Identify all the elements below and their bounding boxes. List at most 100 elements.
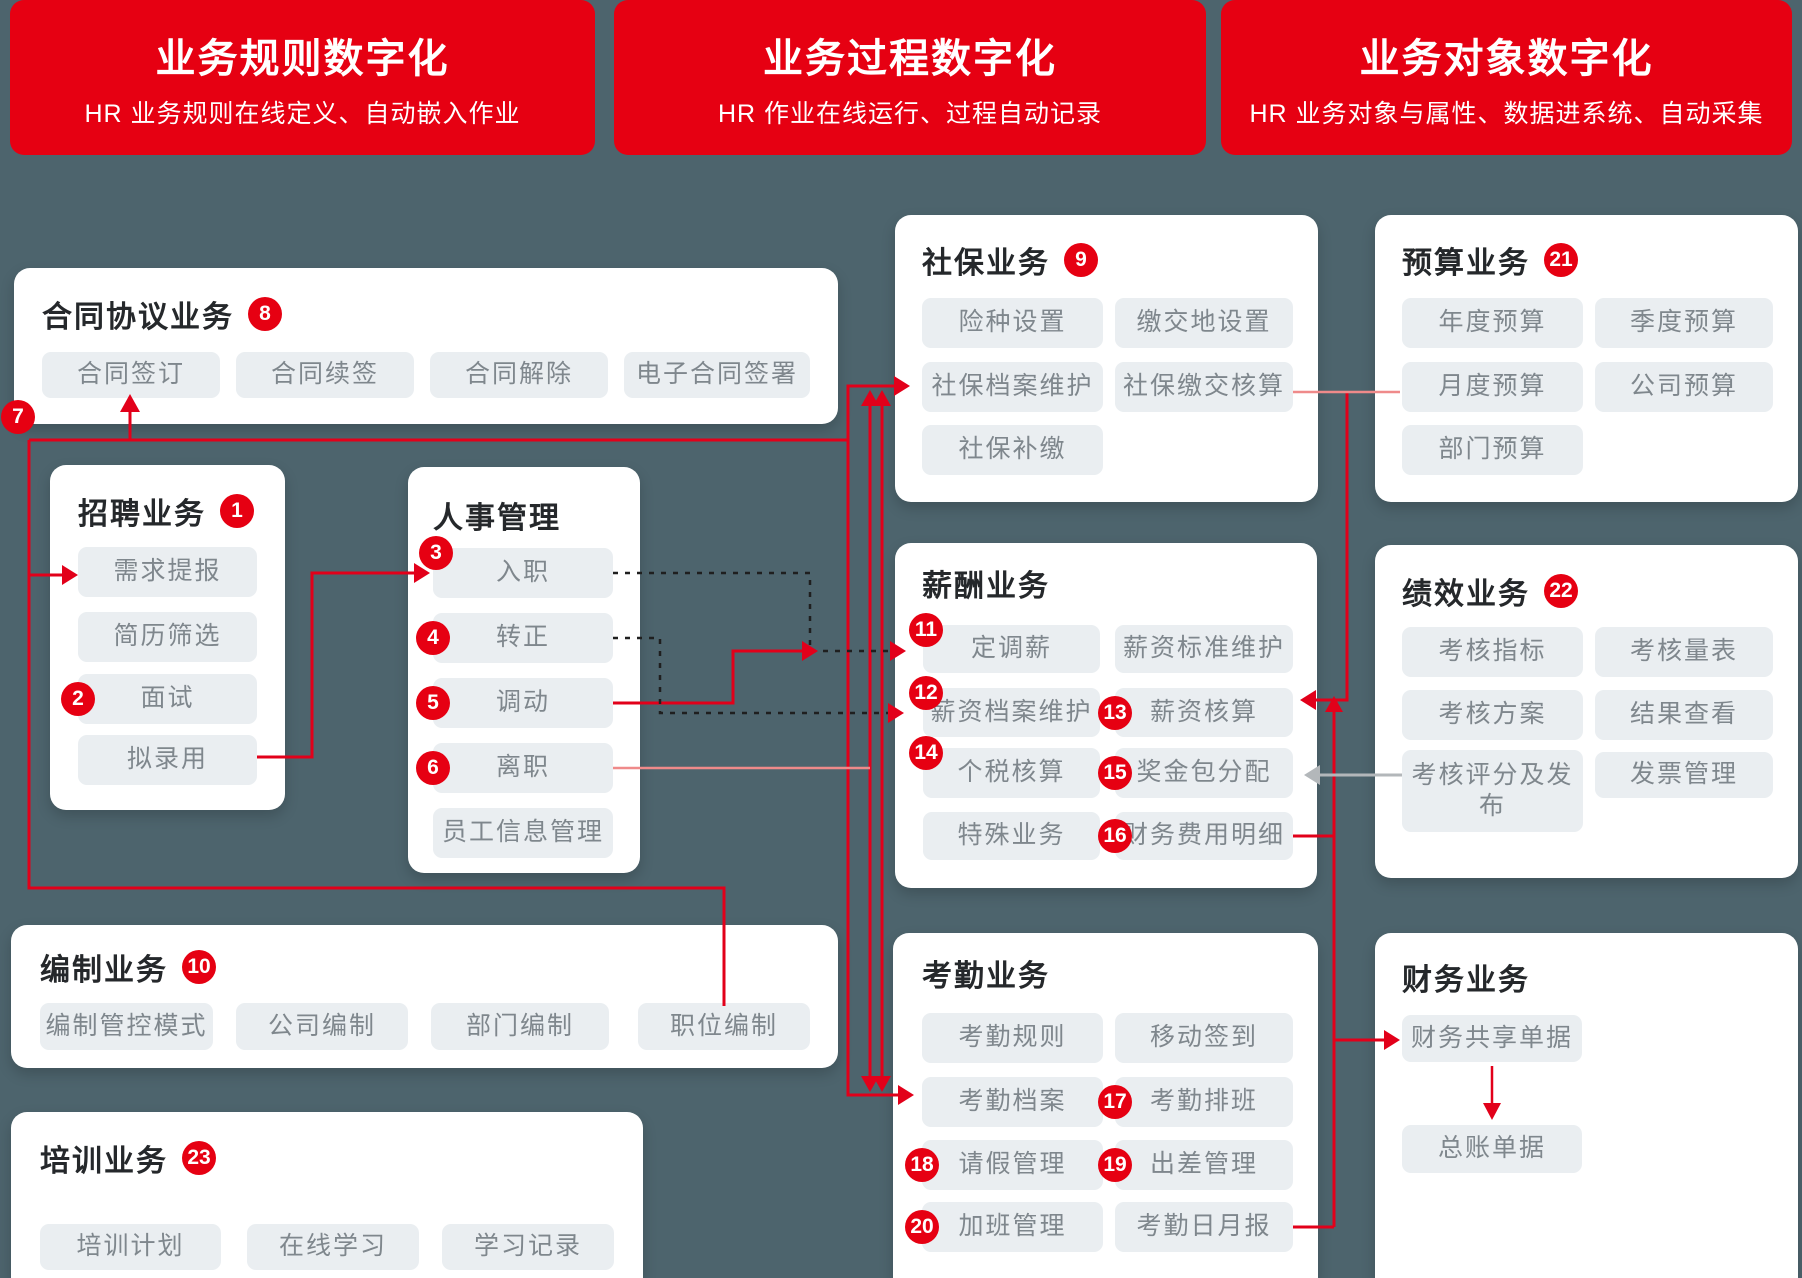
card-headcount: 编制业务 10 编制管控模式 公司编制 部门编制 职位编制 xyxy=(11,925,838,1068)
node-label: 考核量表 xyxy=(1629,637,1738,666)
node-resume-screening: 简历筛选 xyxy=(78,612,257,662)
node-assessment-scoring: 考核评分及发布 xyxy=(1402,750,1583,832)
node-mobile-checkin: 移动签到 xyxy=(1115,1013,1293,1063)
node-assessment-scales: 考核量表 xyxy=(1595,627,1773,677)
node-label: 员工信息管理 xyxy=(441,818,604,847)
node-finance-shared-docs: 财务共享单据 xyxy=(1402,1015,1582,1062)
node-label: 薪资标准维护 xyxy=(1122,634,1285,663)
step-badge-20: 20 xyxy=(905,1210,939,1244)
node-label: 考勤规则 xyxy=(958,1023,1067,1052)
node-label: 调动 xyxy=(495,688,550,717)
node-label: 公司预算 xyxy=(1629,372,1738,401)
node-company-budget: 公司预算 xyxy=(1595,362,1773,412)
node-onboarding: 3 入职 xyxy=(419,536,613,598)
node-label: 社保补缴 xyxy=(958,435,1067,464)
node-result-view: 结果查看 xyxy=(1595,690,1773,740)
card-title-text: 培训业务 xyxy=(40,1145,168,1178)
node-label: 转正 xyxy=(495,623,550,652)
node-label: 结果查看 xyxy=(1629,700,1738,729)
node-salary-calculation: 13 薪资核算 xyxy=(1098,688,1293,737)
node-label: 在线学习 xyxy=(278,1232,387,1261)
banner-business-rules: 业务规则数字化 HR 业务规则在线定义、自动嵌入作业 xyxy=(10,0,595,155)
step-badge-5: 5 xyxy=(416,686,450,720)
node-label: 培训计划 xyxy=(76,1232,185,1261)
card-title-text: 招聘业务 xyxy=(78,498,206,531)
node-label: 考核评分及发布 xyxy=(1411,760,1574,820)
node-invoice-management: 发票管理 xyxy=(1595,752,1773,798)
node-probation-pass: 4 转正 xyxy=(416,613,613,663)
node-label: 社保缴交核算 xyxy=(1122,372,1285,401)
node-label: 考勤档案 xyxy=(958,1087,1067,1116)
banner-title: 业务过程数字化 xyxy=(763,36,1057,81)
node-social-archive: 社保档案维护 xyxy=(922,362,1103,412)
step-badge-8: 8 xyxy=(248,297,282,331)
card-title-text: 人事管理 xyxy=(433,502,561,535)
card-title: 招聘业务 1 xyxy=(78,489,254,533)
step-badge-1: 1 xyxy=(220,494,254,528)
node-position-headcount: 职位编制 xyxy=(638,1003,810,1050)
card-title-text: 合同协议业务 xyxy=(42,301,234,334)
card-training: 培训业务 23 培训计划 在线学习 学习记录 xyxy=(11,1112,643,1278)
card-title: 编制业务 10 xyxy=(40,945,216,989)
card-title: 社保业务 9 xyxy=(922,238,1098,282)
banner-business-process: 业务过程数字化 HR 作业在线运行、过程自动记录 xyxy=(614,0,1206,155)
node-label: 离职 xyxy=(495,753,550,782)
node-e-contract-signing: 电子合同签署 xyxy=(624,352,810,398)
node-label: 职位编制 xyxy=(669,1011,778,1040)
card-budget: 预算业务 21 年度预算 季度预算 月度预算 公司预算 部门预算 xyxy=(1375,215,1798,502)
step-badge-4: 4 xyxy=(416,621,450,655)
node-insurance-types: 险种设置 xyxy=(922,298,1103,348)
card-title: 培训业务 23 xyxy=(40,1136,216,1180)
node-label: 考勤排班 xyxy=(1149,1087,1258,1116)
node-attendance-scheduling: 17 考勤排班 xyxy=(1098,1077,1293,1127)
node-headcount-model: 编制管控模式 xyxy=(40,1003,213,1050)
node-finance-expense-detail: 16 财务费用明细 xyxy=(1098,812,1293,860)
node-interview: 2 面试 xyxy=(61,674,257,724)
node-tax-calculation: 14 个税核算 xyxy=(909,736,1100,798)
step-badge-2: 2 xyxy=(61,682,95,716)
node-contract-signing: 合同签订 xyxy=(42,352,220,398)
node-label: 薪资档案维护 xyxy=(930,697,1093,726)
node-label: 拟录用 xyxy=(126,745,208,774)
banner-title: 业务规则数字化 xyxy=(155,36,450,81)
node-label: 特殊业务 xyxy=(957,821,1066,850)
node-label: 移动签到 xyxy=(1149,1023,1258,1052)
node-label: 月度预算 xyxy=(1438,372,1547,401)
step-badge-18: 18 xyxy=(905,1148,939,1182)
card-attendance: 考勤业务 考勤规则 移动签到 考勤档案 17 考勤排班 18 请假管理 19 出… xyxy=(893,933,1318,1278)
node-social-calculation: 社保缴交核算 xyxy=(1115,362,1293,412)
node-company-headcount: 公司编制 xyxy=(236,1003,408,1050)
node-label: 奖金包分配 xyxy=(1136,758,1272,787)
node-quarterly-budget: 季度预算 xyxy=(1595,298,1773,348)
node-label: 部门预算 xyxy=(1438,435,1547,464)
node-label: 季度预算 xyxy=(1629,308,1738,337)
card-title-text: 编制业务 xyxy=(40,954,168,987)
node-contract-renewal: 合同续签 xyxy=(236,352,414,398)
node-department-headcount: 部门编制 xyxy=(431,1003,609,1050)
step-badge-7: 7 xyxy=(1,400,35,434)
node-label: 入职 xyxy=(495,558,550,587)
card-personnel: 人事管理 3 入职 4 转正 5 调动 6 离职 员工信息管理 xyxy=(408,467,640,873)
node-assessment-plan: 考核方案 xyxy=(1402,690,1583,740)
node-label: 财务共享单据 xyxy=(1410,1023,1573,1052)
card-social-insurance: 社保业务 9 险种设置 缴交地设置 社保档案维护 社保缴交核算 社保补缴 xyxy=(895,215,1318,502)
step-badge-6: 6 xyxy=(416,751,450,785)
node-label: 发票管理 xyxy=(1629,760,1738,789)
node-special-business: 特殊业务 xyxy=(923,812,1100,860)
node-label: 请假管理 xyxy=(958,1150,1067,1179)
node-label: 公司编制 xyxy=(267,1011,376,1040)
node-attendance-reports: 考勤日月报 xyxy=(1115,1202,1293,1252)
node-label: 考核指标 xyxy=(1438,637,1547,666)
step-badge-19: 19 xyxy=(1098,1148,1132,1182)
node-general-ledger-docs: 总账单据 xyxy=(1402,1125,1582,1173)
step-badge-12: 12 xyxy=(909,676,943,710)
node-proposed-hire: 拟录用 xyxy=(78,735,257,785)
node-label: 简历筛选 xyxy=(113,622,222,651)
card-contract: 合同协议业务 8 合同签订 合同续签 合同解除 电子合同签署 xyxy=(14,268,838,424)
node-label: 险种设置 xyxy=(958,308,1067,337)
node-label: 财务费用明细 xyxy=(1122,821,1285,850)
node-label: 合同解除 xyxy=(464,360,573,389)
node-resignation: 6 离职 xyxy=(416,743,613,793)
step-badge-23: 23 xyxy=(182,1141,216,1175)
